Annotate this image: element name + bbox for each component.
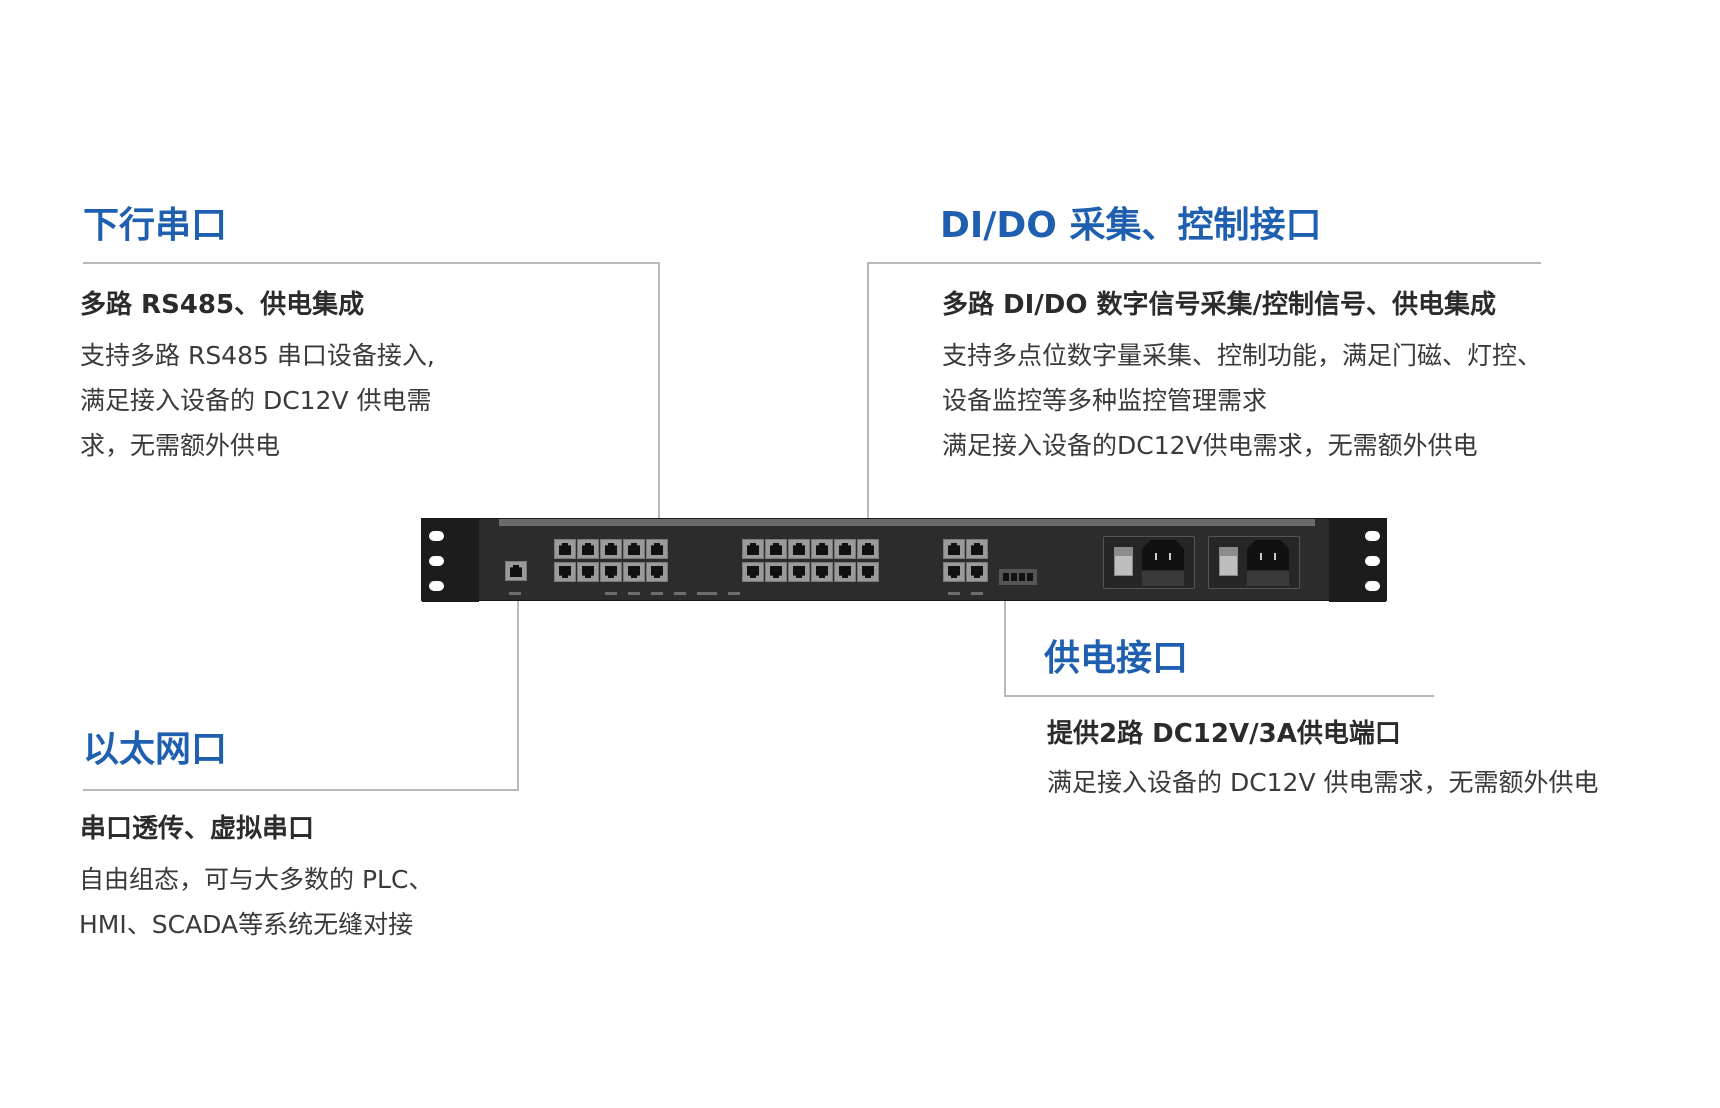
text-line: 求，无需额外供电 — [80, 431, 281, 460]
rack-ear-right — [1329, 519, 1386, 602]
rj45-port — [857, 562, 879, 582]
connector-line — [1004, 601, 1006, 697]
ethernet-port — [505, 561, 527, 581]
rj45-port — [788, 562, 810, 582]
divider — [868, 262, 1541, 264]
top-strip — [499, 519, 1315, 526]
rj45-port — [623, 539, 645, 559]
rj45-port — [623, 562, 645, 582]
power-subtitle: 提供2路 DC12V/3A供电端口 — [1047, 719, 1401, 749]
text-line: HMI、SCADA等系统无缝对接 — [79, 910, 414, 939]
power-outlet-2 — [1208, 536, 1300, 589]
text-line: 支持多点位数字量采集、控制功能，满足门磁、灯控、 — [942, 341, 1543, 370]
rj45-port — [811, 562, 833, 582]
terminal-block — [999, 569, 1037, 585]
status-led — [705, 592, 717, 595]
rj45-port — [857, 539, 879, 559]
rj45-port — [554, 562, 576, 582]
rj45-port — [966, 539, 988, 559]
dido-title: DI/DO 采集、控制接口 — [940, 205, 1322, 246]
mount-hole — [1365, 531, 1380, 541]
rack-ear-left — [422, 519, 479, 602]
connector-line — [658, 262, 660, 518]
divider — [1004, 695, 1434, 697]
connector-line — [867, 262, 869, 518]
mount-hole — [429, 581, 444, 591]
text-line: 自由组态，可与大多数的 PLC、 — [79, 865, 434, 894]
power-socket-icon — [1247, 540, 1289, 570]
mount-hole — [1365, 556, 1380, 566]
dido-subtitle: 多路 DI/DO 数字信号采集/控制信号、供电集成 — [942, 290, 1497, 320]
power-title: 供电接口 — [1044, 638, 1189, 679]
status-led — [605, 592, 617, 595]
status-led — [948, 592, 960, 595]
rj45-port — [834, 562, 856, 582]
rj45-port — [646, 562, 668, 582]
rj45-port — [646, 539, 668, 559]
rj45-port — [943, 562, 965, 582]
rj45-port — [765, 539, 787, 559]
text-line: 满足接入设备的 DC12V 供电需 — [80, 386, 432, 415]
text-line: 满足接入设备的DC12V供电需求，无需额外供电 — [942, 431, 1478, 460]
ethernet-title: 以太网口 — [83, 729, 228, 770]
serial-description: 支持多路 RS485 串口设备接入, 满足接入设备的 DC12V 供电需 求，无… — [80, 333, 435, 468]
rj45-port — [554, 539, 576, 559]
rj45-port — [788, 539, 810, 559]
rj45-port — [966, 562, 988, 582]
serial-subtitle: 多路 RS485、供电集成 — [80, 290, 365, 320]
power-switch — [1219, 547, 1238, 576]
status-led — [651, 592, 663, 595]
rj45-port — [943, 539, 965, 559]
status-led — [628, 592, 640, 595]
rj45-port — [811, 539, 833, 559]
serial-title: 下行串口 — [83, 205, 228, 246]
power-description: 满足接入设备的 DC12V 供电需求，无需额外供电 — [1047, 760, 1599, 805]
text-line: 支持多路 RS485 串口设备接入, — [80, 341, 435, 370]
divider — [83, 789, 519, 791]
power-socket-icon — [1142, 540, 1184, 570]
status-led — [971, 592, 983, 595]
status-led — [674, 592, 686, 595]
divider — [83, 262, 660, 264]
power-switch — [1114, 547, 1133, 576]
rj45-port — [600, 539, 622, 559]
rj45-port — [765, 562, 787, 582]
power-outlet-1 — [1103, 536, 1195, 589]
rj45-port — [577, 539, 599, 559]
rj45-port — [742, 562, 764, 582]
connector-line — [517, 601, 519, 791]
status-led — [697, 592, 709, 595]
mount-hole — [429, 556, 444, 566]
mount-hole — [1365, 581, 1380, 591]
rj45-port — [834, 539, 856, 559]
rj45-port — [577, 562, 599, 582]
ethernet-subtitle: 串口透传、虚拟串口 — [80, 814, 315, 844]
status-led — [728, 592, 740, 595]
ethernet-description: 自由组态，可与大多数的 PLC、 HMI、SCADA等系统无缝对接 — [79, 857, 433, 947]
rj45-port — [600, 562, 622, 582]
dido-description: 支持多点位数字量采集、控制功能，满足门磁、灯控、 设备监控等多种监控管理需求 满… — [942, 333, 1542, 468]
rj45-port — [742, 539, 764, 559]
text-line: 满足接入设备的 DC12V 供电需求，无需额外供电 — [1047, 768, 1599, 797]
text-line: 设备监控等多种监控管理需求 — [942, 386, 1268, 415]
gateway-device-front-panel — [421, 518, 1387, 602]
mount-hole — [429, 531, 444, 541]
status-led — [509, 592, 521, 595]
